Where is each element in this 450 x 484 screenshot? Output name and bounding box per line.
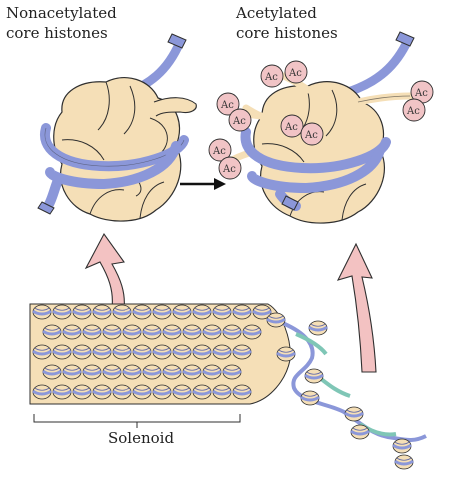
solenoid-nucleosome xyxy=(101,323,123,341)
acetyl-group-icon: Ac xyxy=(300,122,324,146)
solenoid-nucleosome xyxy=(131,343,153,361)
solenoid-nucleosome xyxy=(151,383,173,401)
acetylated-label-line1: Acetylated xyxy=(236,4,317,22)
nonacetylated-label-line1: Nonacetylated xyxy=(6,4,117,22)
solenoid-nucleosome xyxy=(71,343,93,361)
svg-text:Ac: Ac xyxy=(304,130,318,141)
nonacetylated-nucleosome xyxy=(37,33,197,222)
solenoid-nucleosome xyxy=(191,343,213,361)
dna-exit-cap xyxy=(37,201,55,215)
solenoid-nucleosome xyxy=(241,323,263,341)
solenoid-nucleosome xyxy=(181,363,203,381)
solenoid-nucleosome xyxy=(231,383,253,401)
svg-text:Ac: Ac xyxy=(406,106,420,117)
transition-arrow xyxy=(180,178,226,190)
solenoid-nucleosome xyxy=(61,323,83,341)
acetyl-group-icon: Ac xyxy=(216,92,240,116)
solenoid-nucleosome xyxy=(121,323,143,341)
solenoid-nucleosome xyxy=(91,303,113,321)
solenoid-nucleosome xyxy=(121,363,143,381)
svg-text:Ac: Ac xyxy=(284,122,298,133)
histone-lobe-lines xyxy=(61,81,168,219)
svg-text:Ac: Ac xyxy=(222,164,236,175)
right-up-arrow xyxy=(336,242,377,373)
solenoid-nucleosome xyxy=(71,303,93,321)
solenoid-nucleosome xyxy=(31,383,53,401)
acetyl-group-icon: Ac xyxy=(260,64,284,88)
svg-text:Ac: Ac xyxy=(264,72,278,83)
svg-text:Ac: Ac xyxy=(414,88,428,99)
solenoid-bracket xyxy=(33,414,241,423)
dna-end-cap xyxy=(167,33,187,49)
svg-text:Ac: Ac xyxy=(288,68,302,79)
solenoid-nucleosome xyxy=(151,303,173,321)
solenoid-nucleosome xyxy=(221,323,243,341)
solenoid-nucleosome xyxy=(111,383,133,401)
solenoid-nucleosome xyxy=(181,323,203,341)
solenoid-nucleosome xyxy=(171,303,193,321)
solenoid-nucleosome xyxy=(51,343,73,361)
solenoid-label: Solenoid xyxy=(108,429,175,447)
svg-text:Ac: Ac xyxy=(232,116,246,127)
svg-text:Ac: Ac xyxy=(212,146,226,157)
solenoid-nucleosome xyxy=(211,343,233,361)
acetyl-group-icon: Ac xyxy=(284,60,308,84)
solenoid-nucleosome xyxy=(81,363,103,381)
acetyl-group-icon: Ac xyxy=(218,156,242,180)
solenoid-nucleosome xyxy=(131,303,153,321)
acetyl-tags: Ac Ac Ac Ac Ac Ac Ac Ac Ac Ac xyxy=(208,60,434,180)
solenoid-nucleosome xyxy=(71,383,93,401)
solenoid-nucleosome xyxy=(111,343,133,361)
acetyl-group-icon: Ac xyxy=(410,80,434,104)
solenoid-nucleosome xyxy=(141,363,163,381)
acetylated-label-line2: core histones xyxy=(236,24,338,42)
solenoid-nucleosome xyxy=(41,323,63,341)
solenoid-nucleosome xyxy=(131,383,153,401)
solenoid-nucleosome xyxy=(211,383,233,401)
solenoid-nucleosome xyxy=(231,343,253,361)
acetyl-group-icon: Ac xyxy=(228,108,252,132)
solenoid-nucleosome xyxy=(141,323,163,341)
solenoid-nucleosome xyxy=(41,363,63,381)
solenoid-nucleosome xyxy=(91,383,113,401)
acetyl-group-icon: Ac xyxy=(208,138,232,162)
histone-tail xyxy=(153,97,197,117)
acetylated-nucleosome: Ac Ac Ac Ac Ac Ac Ac Ac Ac Ac xyxy=(208,31,434,224)
acetyl-group-icon: Ac xyxy=(280,114,304,138)
solenoid-nucleosome xyxy=(171,383,193,401)
solenoid-nucleosome xyxy=(81,323,103,341)
solenoid-nucleosome xyxy=(191,303,213,321)
solenoid-nucleosome xyxy=(151,343,173,361)
solenoid-nucleosome xyxy=(171,343,193,361)
dna-exit xyxy=(43,175,63,211)
solenoid-nucleosome xyxy=(61,363,83,381)
solenoid-nucleosome xyxy=(31,303,53,321)
solenoid-nucleosome xyxy=(101,363,123,381)
nonacetylated-label-line2: core histones xyxy=(6,24,108,42)
svg-text:Ac: Ac xyxy=(220,100,234,111)
solenoid-nucleosome xyxy=(161,323,183,341)
solenoid-nucleosome xyxy=(51,303,73,321)
left-up-arrow xyxy=(84,232,125,311)
solenoid-fiber xyxy=(29,303,291,405)
loose-chromatin xyxy=(265,311,427,471)
solenoid-nucleosome xyxy=(221,363,243,381)
solenoid-nucleosome xyxy=(111,303,133,321)
solenoid-nucleosome xyxy=(161,363,183,381)
solenoid-nucleosome xyxy=(201,323,223,341)
solenoid-nucleosome xyxy=(51,383,73,401)
acetyl-group-icon: Ac xyxy=(402,98,426,122)
solenoid-nucleosome xyxy=(211,303,233,321)
solenoid-nucleosome xyxy=(191,383,213,401)
solenoid-nucleosome xyxy=(31,343,53,361)
solenoid-nucleosome xyxy=(231,303,253,321)
solenoid-nucleosome xyxy=(201,363,223,381)
solenoid-nucleosome xyxy=(91,343,113,361)
